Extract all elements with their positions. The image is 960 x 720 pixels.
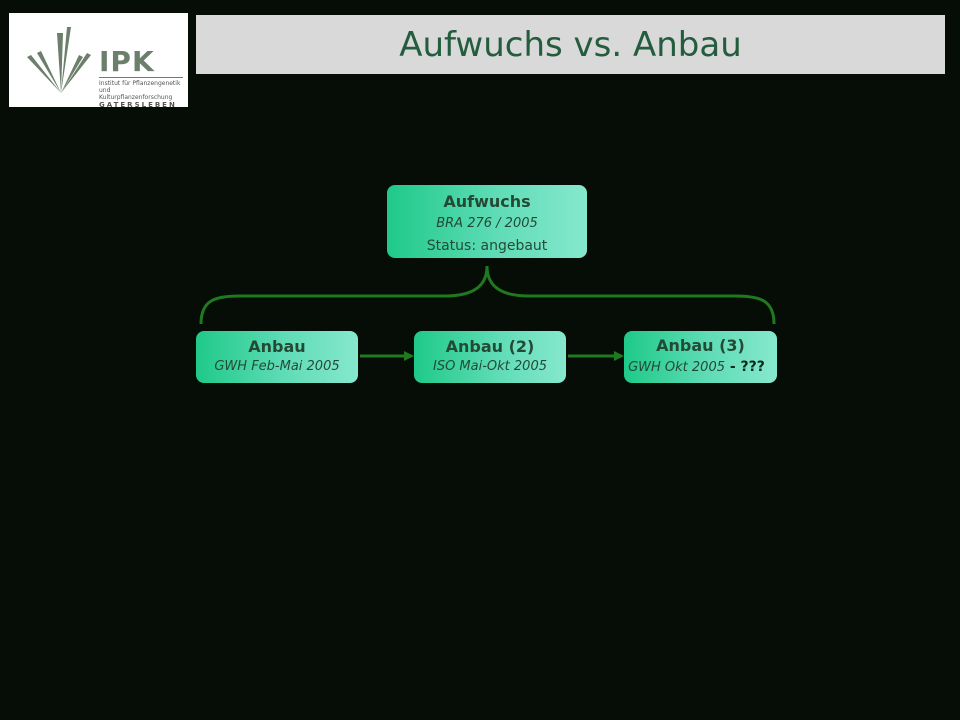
node-anbau-2-subtitle: ISO Mai-Okt 2005 [432, 359, 547, 374]
logo-city: GATERSLEBEN [99, 101, 177, 109]
logo-subtitle-1: Institut für Pflanzengenetik [99, 80, 181, 87]
page-title: Aufwuchs vs. Anbau [399, 24, 742, 65]
logo-name: IPK [99, 45, 155, 78]
node-anbau-2-title: Anbau (2) [445, 337, 535, 356]
ipk-logo: IPK Institut für Pflanzengenetik und Kul… [9, 13, 188, 110]
grass-logo-icon [27, 27, 91, 93]
logo-text: IPK Institut für Pflanzengenetik und Kul… [99, 45, 185, 110]
node-aufwuchs-title: Aufwuchs [443, 192, 531, 211]
node-anbau-3-title: Anbau (3) [656, 336, 745, 355]
brace-connector [199, 265, 776, 325]
logo-divider [99, 77, 183, 78]
node-anbau-3: Anbau (3) GWH Okt 2005 - ??? [624, 331, 777, 383]
node-anbau-3-subtitle-row: GWH Okt 2005 - ??? [620, 356, 773, 378]
node-anbau-3-subtitle: GWH Okt 2005 [628, 360, 725, 375]
node-aufwuchs-status: Status: angebaut [426, 238, 548, 254]
node-anbau-1-title: Anbau [248, 337, 306, 356]
node-anbau-3-suffix: - ??? [725, 359, 765, 375]
logo-subtitle-2: und Kulturpflanzenforschung [99, 87, 173, 101]
node-aufwuchs: Aufwuchs BRA 276 / 2005 Status: angebaut [387, 185, 587, 258]
node-anbau-1-subtitle: GWH Feb-Mai 2005 [214, 359, 340, 374]
node-anbau-2: Anbau (2) ISO Mai-Okt 2005 [414, 331, 566, 383]
title-bar: Aufwuchs vs. Anbau [196, 15, 945, 74]
node-aufwuchs-subtitle: BRA 276 / 2005 [436, 216, 538, 231]
node-anbau-1: Anbau GWH Feb-Mai 2005 [196, 331, 358, 383]
